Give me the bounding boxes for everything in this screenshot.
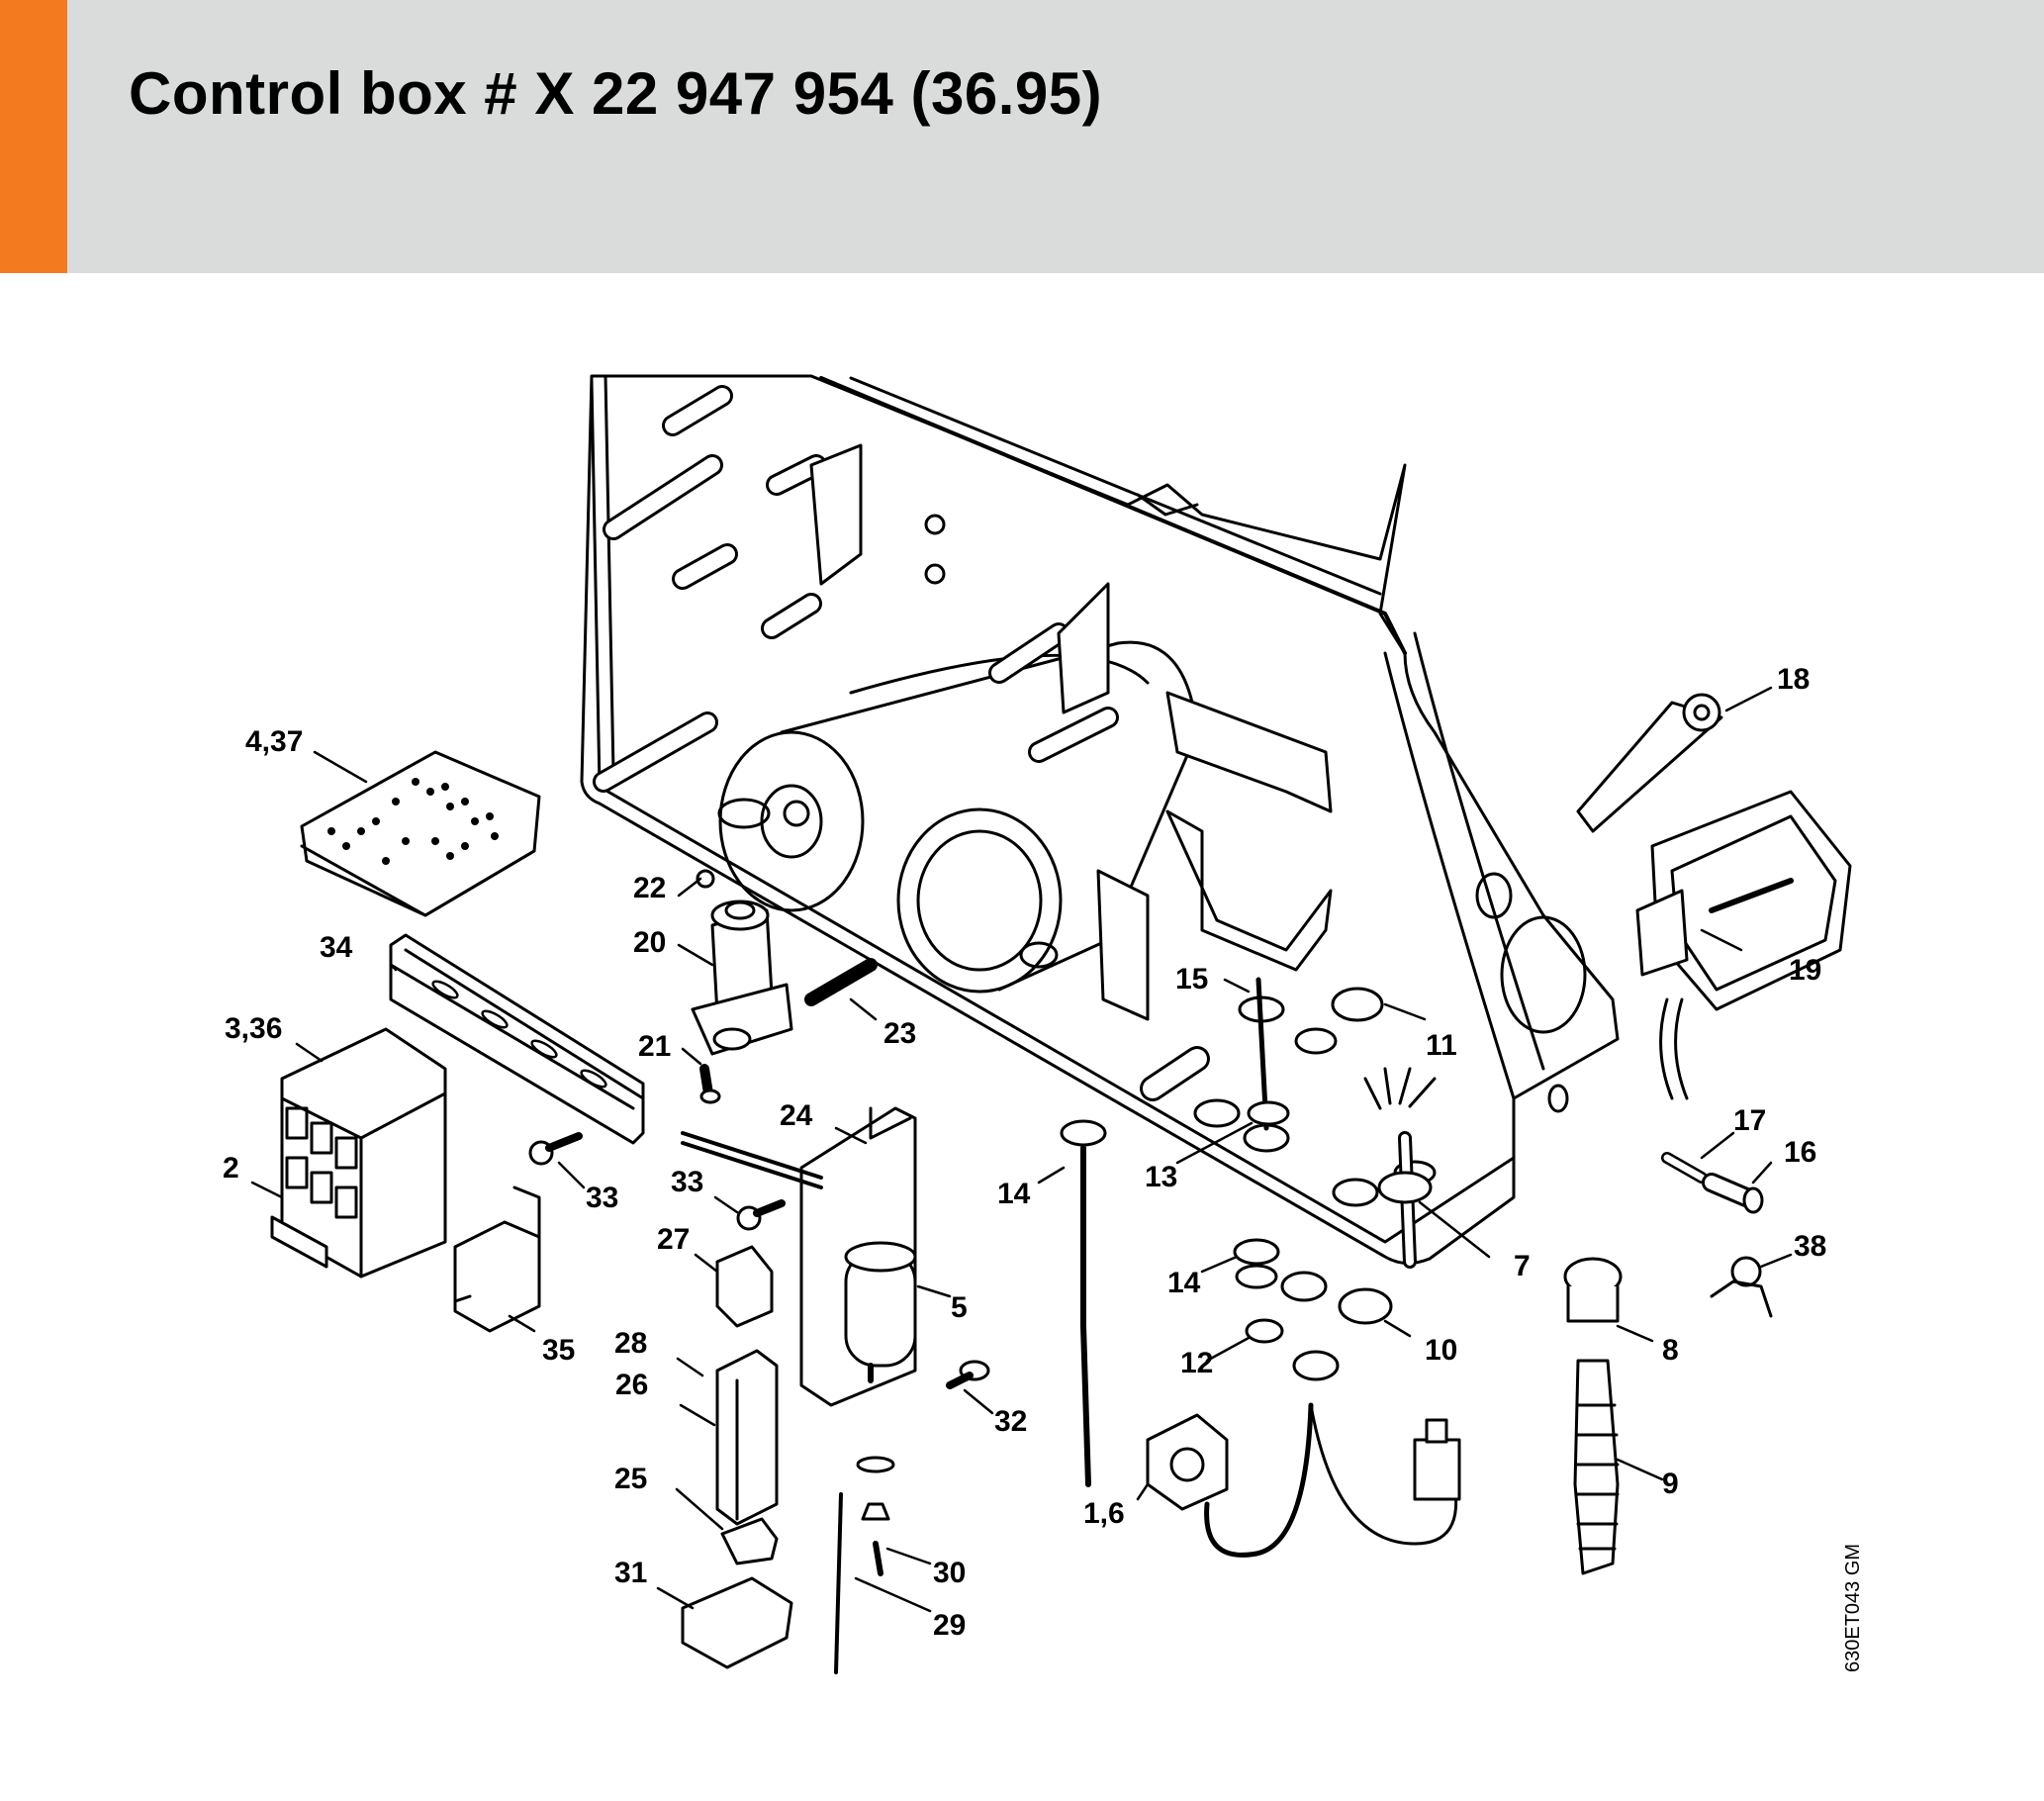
callout-34: 34 (320, 931, 353, 964)
callout-3-36: 3,36 (225, 1012, 283, 1045)
part-14-cable-gland (1060, 1119, 1280, 1487)
callout-16: 16 (1784, 1136, 1817, 1169)
callout-38: 38 (1794, 1230, 1827, 1263)
callout-14-a: 14 (997, 1178, 1031, 1210)
callout-19: 19 (1789, 954, 1822, 987)
callout-1-6: 1,6 (1083, 1497, 1125, 1530)
part-13-nut (1247, 1100, 1290, 1126)
part-11-nut (1294, 987, 1384, 1055)
callout-26: 26 (615, 1369, 649, 1401)
part-12-nut (1245, 1318, 1340, 1381)
part-26-terminal-strip (715, 1349, 779, 1526)
part-38-spring-clip (1710, 1256, 1773, 1318)
callout-18: 18 (1777, 663, 1811, 696)
part-34-din-rail (389, 933, 645, 1145)
callout-7: 7 (1514, 1250, 1531, 1282)
callout-29: 29 (933, 1609, 967, 1642)
callout-33-a: 33 (586, 1182, 619, 1214)
callout-20: 20 (633, 926, 667, 959)
callout-17: 17 (1733, 1104, 1767, 1137)
callout-27: 27 (657, 1223, 691, 1256)
callout-8: 8 (1662, 1334, 1679, 1367)
header-band: Control box # X 22 947 954 (36.95) (0, 0, 2044, 273)
accent-bar (0, 0, 67, 273)
callout-11: 11 (1426, 1029, 1457, 1062)
callout-5: 5 (951, 1291, 968, 1324)
part-16-fuse-holder (1702, 1173, 1764, 1214)
callout-33-b: 33 (671, 1166, 704, 1198)
callout-9: 9 (1662, 1468, 1679, 1500)
part-23-pin (804, 958, 878, 1006)
callout-14-b: 14 (1167, 1267, 1201, 1299)
part-cable-with-wires (1363, 1067, 1437, 1269)
part-19-hour-meter (1635, 790, 1852, 1100)
callout-21: 21 (638, 1030, 672, 1063)
callout-32: 32 (994, 1405, 1028, 1438)
part-29-strip (834, 1492, 843, 1674)
part-32-screw (946, 1360, 990, 1389)
part-9-strain-relief (1573, 1359, 1620, 1575)
part-17-fuse (1661, 1152, 1708, 1184)
part-30-washers (856, 1456, 895, 1576)
part-21-screw (699, 1064, 721, 1104)
part-20-rotary-switch (691, 869, 793, 1056)
part-33-screws (528, 1132, 786, 1231)
callout-25: 25 (614, 1463, 648, 1495)
callout-24: 24 (780, 1099, 813, 1132)
page-title: Control box # X 22 947 954 (36.95) (129, 60, 1103, 127)
callout-22: 22 (633, 872, 667, 904)
callout-31: 31 (614, 1557, 648, 1589)
part-8-gland (1563, 1257, 1623, 1323)
part-5-capacitor (844, 1241, 917, 1383)
part-1-6-socket (1146, 1402, 1461, 1558)
callout-4-37: 4,37 (245, 725, 304, 758)
callout-15: 15 (1175, 963, 1209, 995)
part-35-relay (453, 1185, 541, 1333)
callout-28: 28 (614, 1327, 648, 1360)
part-3-36-contactor (270, 1027, 447, 1279)
callout-2: 2 (223, 1152, 239, 1185)
part-18-clip (1576, 693, 1723, 833)
callout-13: 13 (1145, 1161, 1178, 1193)
callout-10: 10 (1425, 1334, 1458, 1367)
leader-lines (250, 686, 1793, 1613)
part-4-37-circuit-board (300, 750, 541, 917)
part-10-nut (1280, 1271, 1393, 1325)
callout-30: 30 (933, 1557, 967, 1589)
drawing-code: 630ET043 GM (1842, 1543, 1864, 1672)
part-27-terminal (715, 1245, 774, 1328)
part-31-connector (681, 1576, 793, 1669)
part-25-clamp (720, 1517, 779, 1565)
callout-23: 23 (883, 1017, 917, 1050)
housing (580, 374, 1620, 1265)
callout-35: 35 (542, 1334, 576, 1367)
callout-12: 12 (1180, 1347, 1214, 1379)
